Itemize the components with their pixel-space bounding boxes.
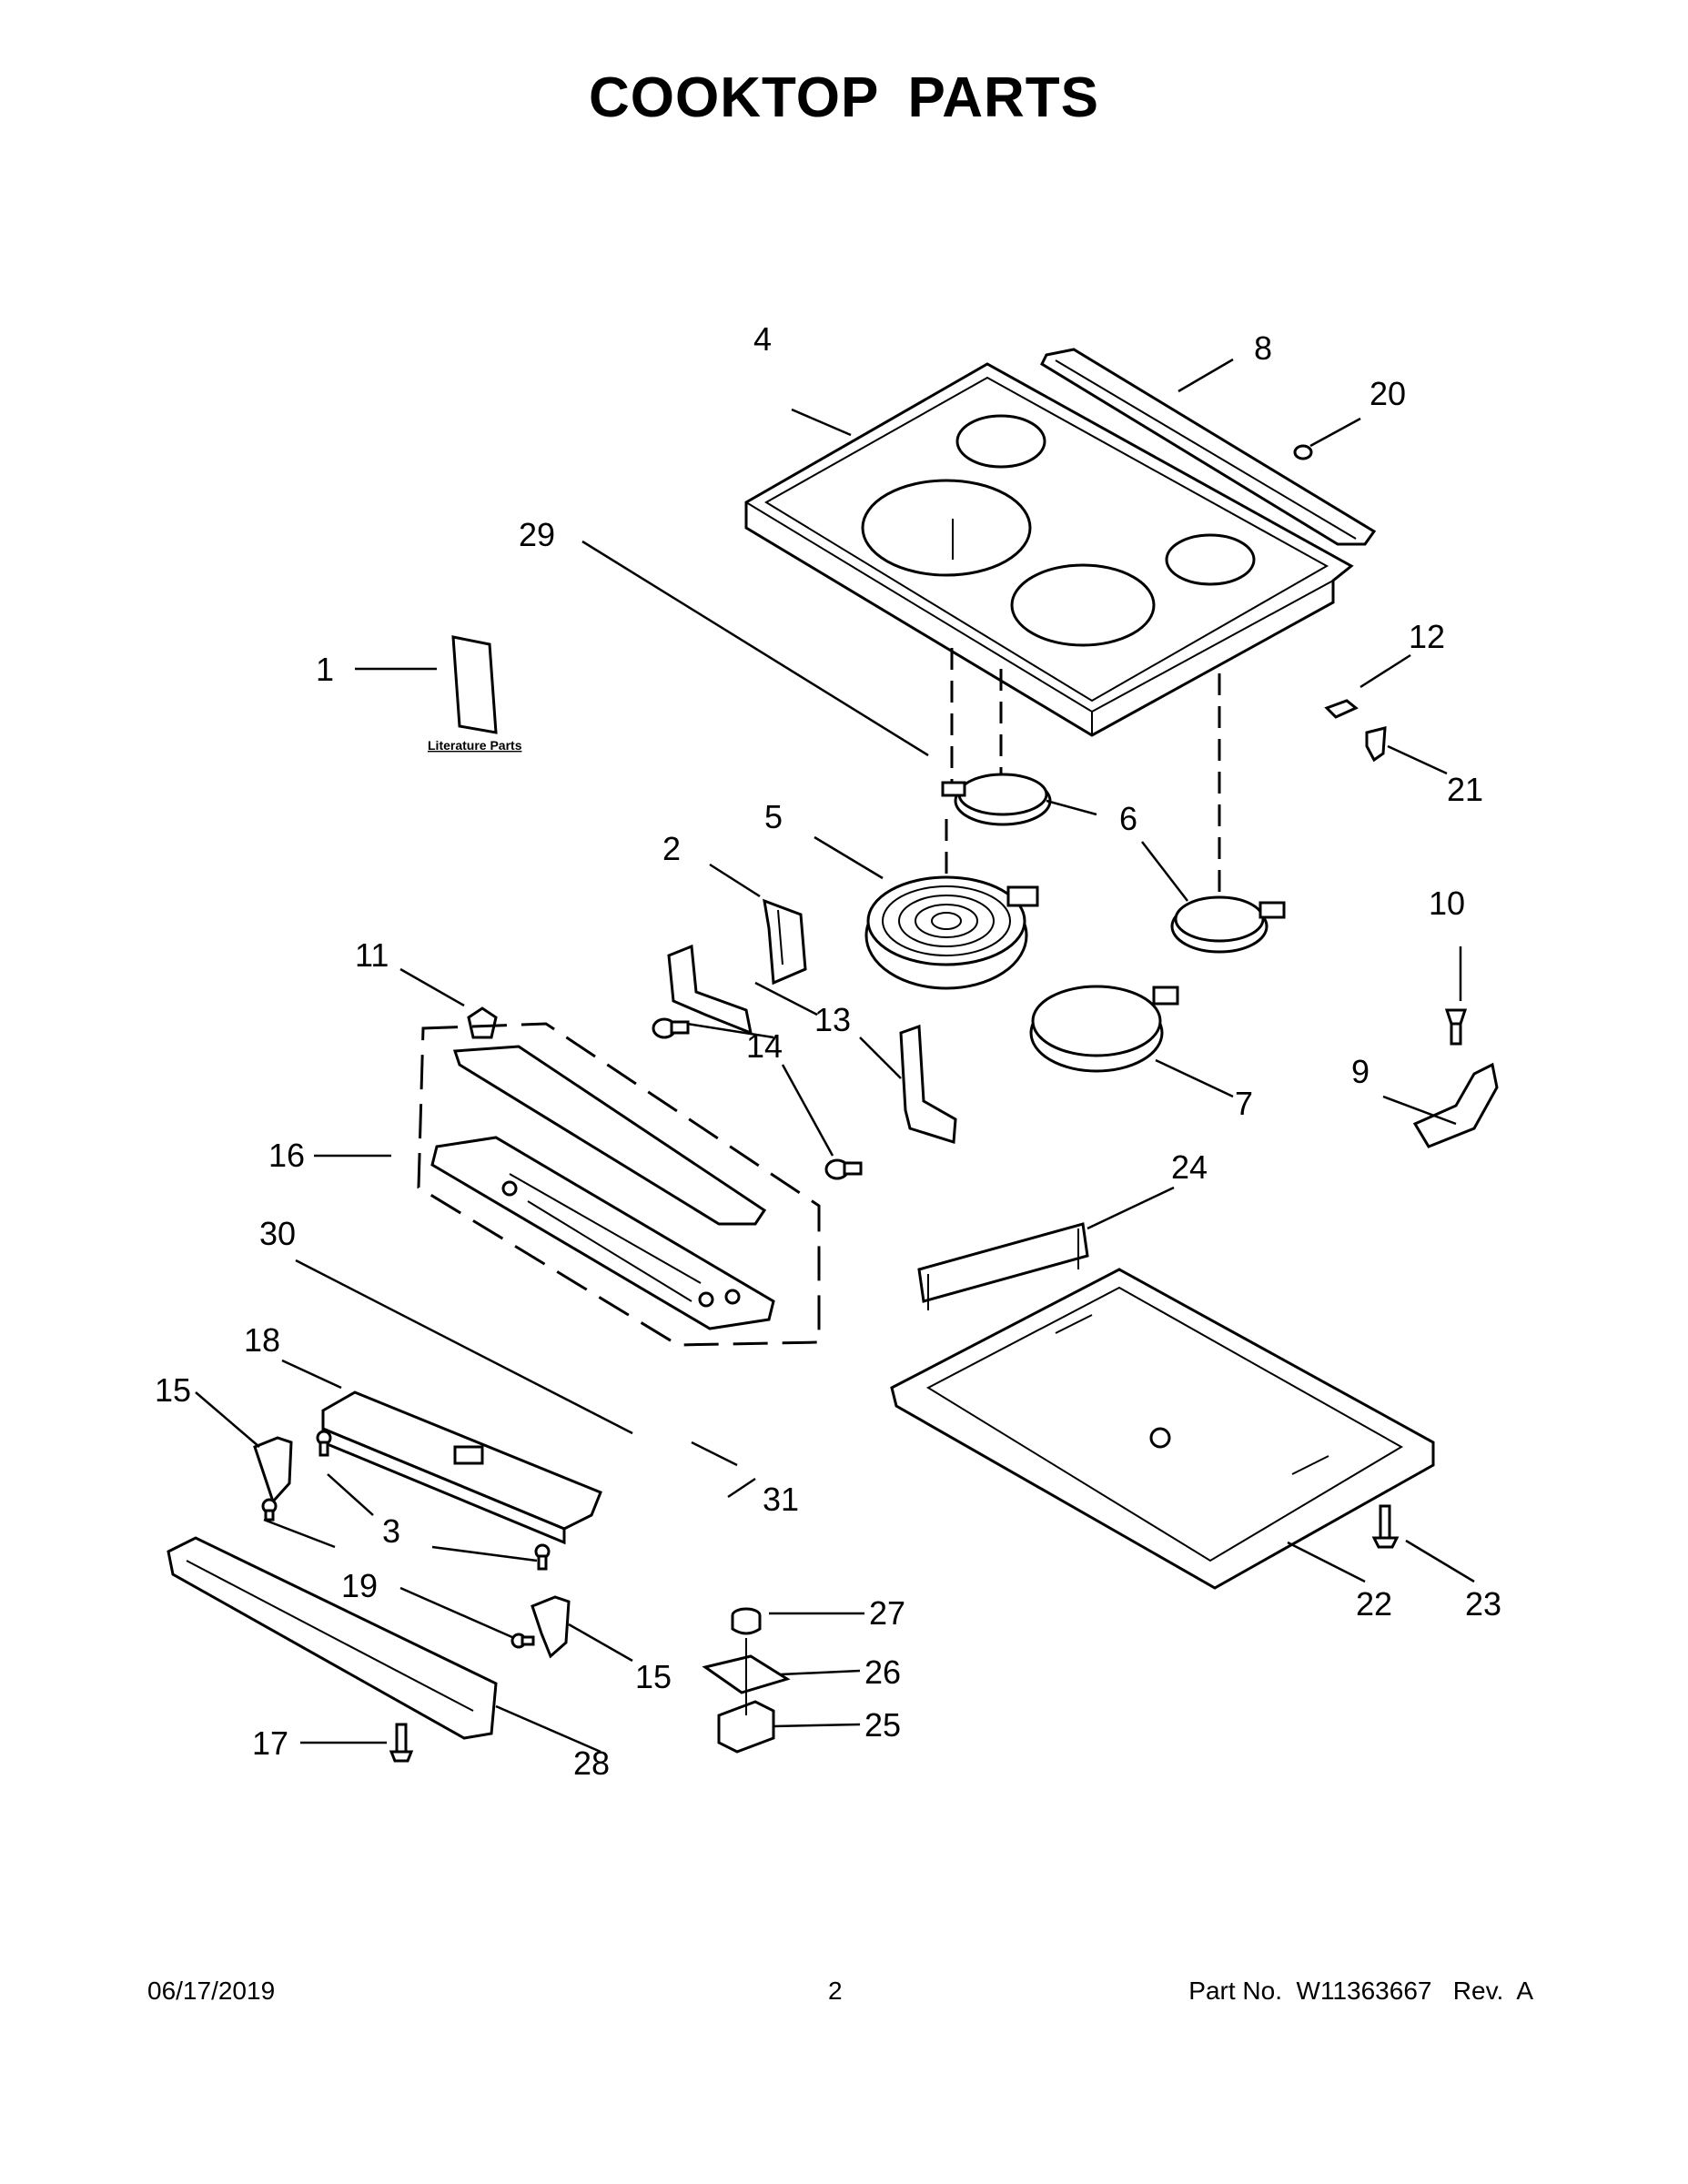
footer-part-number: Part No. W11363667 Rev. A <box>1188 1977 1533 2005</box>
screw-17 <box>389 1723 414 1763</box>
knob-11 <box>467 1006 498 1039</box>
callout-22: 22 <box>1356 1585 1392 1623</box>
leader-lines <box>195 358 1475 1754</box>
callout-31: 31 <box>763 1481 799 1518</box>
screw-14b <box>824 1158 863 1180</box>
bracket-15a <box>253 1436 293 1504</box>
callout-1: 1 <box>316 651 334 688</box>
callout-15a: 15 <box>155 1371 191 1409</box>
bracket-9 <box>1412 1062 1499 1148</box>
callout-24: 24 <box>1171 1148 1208 1186</box>
literature-booklet: Literature Parts <box>428 635 522 753</box>
screw-10 <box>1444 1008 1468 1046</box>
callout-11: 11 <box>355 936 389 974</box>
callout-14: 14 <box>746 1027 783 1065</box>
callout-8: 8 <box>1254 329 1272 367</box>
callout-15b: 15 <box>635 1658 672 1695</box>
screw-3a <box>316 1430 332 1457</box>
large-element-5 <box>864 875 1039 990</box>
callout-10: 10 <box>1429 885 1465 922</box>
callout-2: 2 <box>662 830 681 867</box>
page-title: COOKTOP PARTS <box>589 66 1099 129</box>
callout-9: 9 <box>1351 1053 1370 1090</box>
screw-23 <box>1371 1504 1400 1549</box>
callout-21: 21 <box>1447 771 1483 808</box>
dual-element-7 <box>1029 985 1179 1073</box>
knob-27 <box>731 1607 762 1635</box>
screw-14a <box>652 1017 690 1039</box>
control-panel-16 <box>430 1045 775 1330</box>
switch-25 <box>717 1700 775 1754</box>
callout-26: 26 <box>864 1653 901 1691</box>
heat-shield-24 <box>917 1222 1089 1310</box>
rear-trim <box>1040 348 1377 546</box>
callout-12: 12 <box>1409 618 1445 655</box>
burner-box-22 <box>890 1268 1435 1590</box>
callout-4: 4 <box>753 320 772 358</box>
callout-29: 29 <box>519 516 555 553</box>
footer-date: 06/17/2019 <box>147 1977 276 2005</box>
bracket-15b <box>531 1595 571 1659</box>
nut <box>1293 444 1313 460</box>
literature-label: Literature Parts <box>428 738 522 753</box>
screw-19a <box>261 1498 278 1522</box>
callout-18: 18 <box>244 1321 280 1359</box>
clip-21 <box>1365 726 1387 763</box>
callout-13: 13 <box>814 1001 851 1038</box>
callout-20: 20 <box>1370 375 1406 412</box>
cooktop-glass <box>744 362 1354 737</box>
screw-19b <box>510 1633 535 1649</box>
control-housing-18 <box>321 1390 602 1545</box>
callouts: 4 8 20 29 1 12 21 6 5 2 10 7 11 13 14 9 … <box>155 320 1501 1782</box>
footer-page-number: 2 <box>828 1977 843 2005</box>
small-element-6b <box>1170 895 1286 954</box>
panel-group-box <box>417 1022 821 1347</box>
trim-28 <box>167 1536 498 1740</box>
callout-17: 17 <box>252 1724 288 1762</box>
callout-19: 19 <box>341 1567 378 1604</box>
bracket-13b <box>899 1024 957 1144</box>
callout-16: 16 <box>268 1137 305 1174</box>
bracket-13a <box>667 944 753 1036</box>
callout-30: 30 <box>259 1215 296 1252</box>
callout-6: 6 <box>1119 800 1137 837</box>
small-element-6a <box>941 773 1052 826</box>
callout-25: 25 <box>864 1706 901 1744</box>
callout-27: 27 <box>869 1594 905 1632</box>
bracket-2 <box>763 898 807 986</box>
callout-3: 3 <box>382 1512 400 1550</box>
callout-23: 23 <box>1465 1585 1501 1623</box>
callout-28: 28 <box>573 1744 610 1782</box>
clip-12 <box>1324 699 1359 719</box>
callout-7: 7 <box>1235 1085 1253 1122</box>
callout-5: 5 <box>764 798 783 835</box>
screw-3b <box>534 1543 551 1571</box>
